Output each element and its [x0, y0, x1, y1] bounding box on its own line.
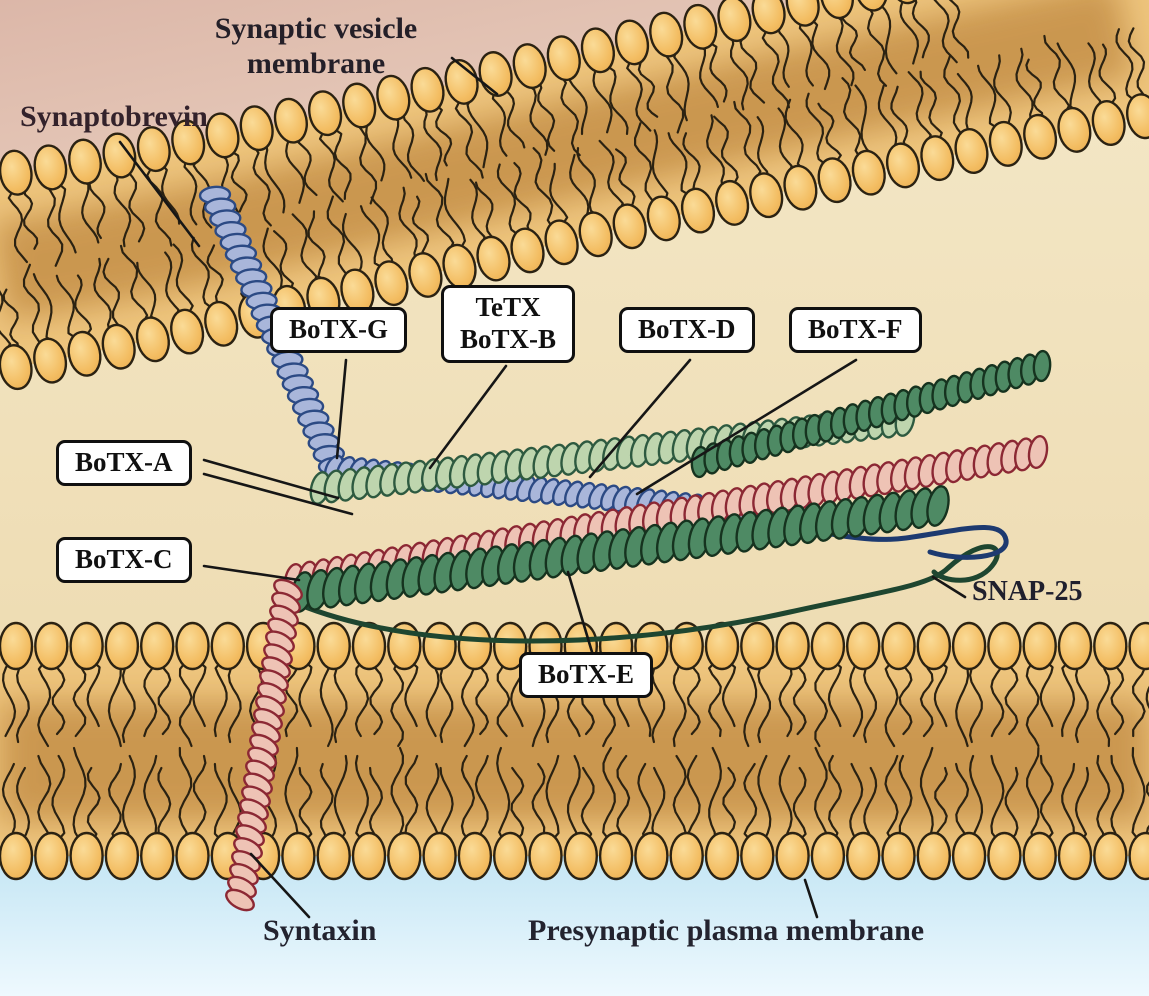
label-box-botx-c: BoTX-C [56, 537, 192, 583]
plasma-membrane-lipid-heads [0, 621, 1149, 881]
botx-a-text: BoTX-A [75, 447, 173, 477]
botx-b-text: BoTX-B [460, 323, 557, 354]
botx-c-text: BoTX-C [75, 544, 173, 574]
snap25-linker-line [295, 544, 1000, 644]
leader-lines [118, 56, 967, 919]
presynaptic-plasma-membrane-label: Presynaptic plasma membrane [528, 914, 925, 947]
synaptic-vesicle-membrane-line2: membrane [246, 46, 386, 80]
label-box-botx-e: BoTX-E [519, 652, 654, 698]
snare-helices [198, 185, 1052, 912]
tetx-text: TeTX [475, 292, 541, 322]
botx-f-text: BoTX-F [808, 314, 903, 344]
vesicle-membrane-lipid-tails [0, 0, 1147, 352]
vesicle-membrane-lipid-heads [0, 0, 1149, 391]
label-box-botx-d: BoTX-D [619, 307, 755, 353]
botx-g-text: BoTX-G [289, 314, 389, 344]
label-box-botx-a: BoTX-A [56, 440, 192, 486]
synaptic-vesicle-membrane-line1: Synaptic vesicle [214, 12, 418, 45]
label-box-botx-f: BoTX-F [789, 307, 922, 353]
snap25-upper-helix [690, 349, 1052, 479]
botx-e-text: BoTX-E [538, 659, 635, 689]
synaptic-vesicle-membrane-label: Synaptic vesicle membrane [148, 12, 484, 81]
label-box-tetx-botx-b: TeTX BoTX-B [441, 285, 576, 363]
synaptobrevin-label: Synaptobrevin [20, 100, 208, 133]
syntaxin-label: Syntaxin [263, 914, 377, 947]
label-box-botx-g: BoTX-G [270, 307, 408, 353]
botx-d-text: BoTX-D [638, 314, 736, 344]
syntaxin-transmembrane-helix [225, 578, 303, 912]
vesicle-lumen [0, 0, 1149, 175]
snap25-label: SNAP-25 [972, 576, 1083, 607]
snap25-front-helix [290, 485, 950, 613]
